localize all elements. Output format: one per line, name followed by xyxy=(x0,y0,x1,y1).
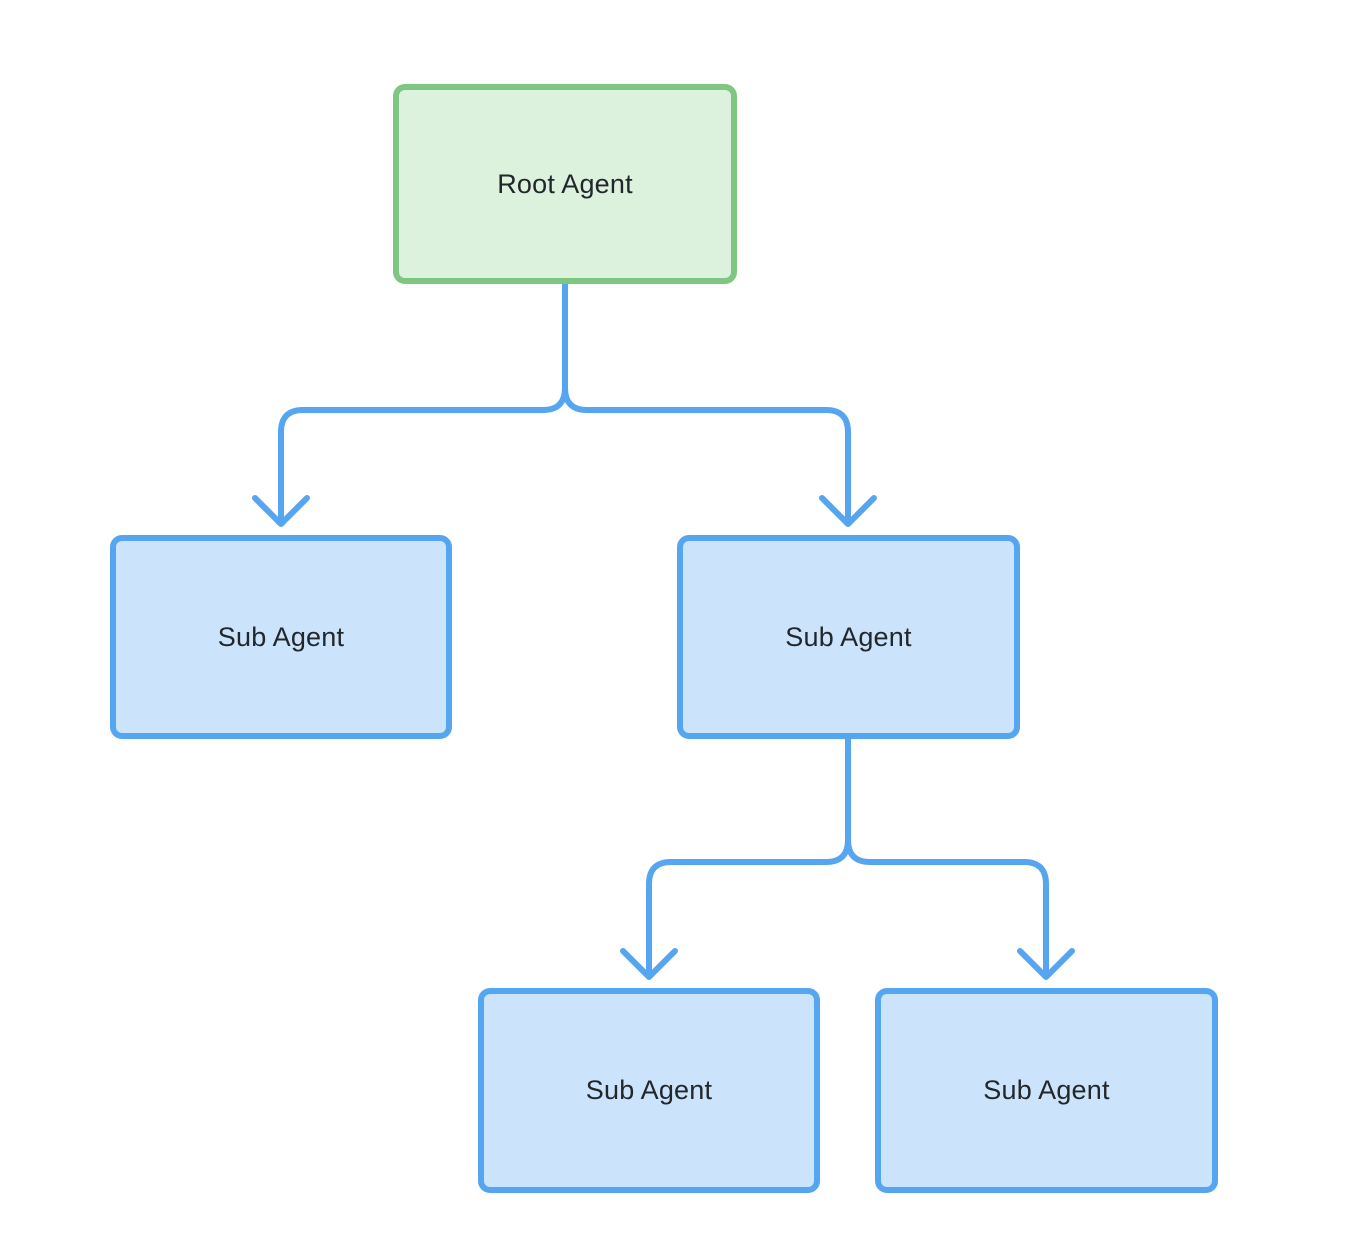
sub-agent-node-right: Sub Agent xyxy=(677,535,1020,739)
sub-agent-label: Sub Agent xyxy=(585,1075,713,1105)
edge-root-to-sub-left xyxy=(278,385,568,523)
sub-agent-node-bottom-left: Sub Agent xyxy=(478,988,820,1193)
sub-agent-node-bottom-right: Sub Agent xyxy=(875,988,1218,1193)
edge-root-to-sub-right xyxy=(562,385,851,523)
edge-sub-right-to-bottom-children xyxy=(620,736,1075,980)
sub-agent-node-left: Sub Agent xyxy=(110,535,452,739)
edge-sub-right-to-bottom-left xyxy=(646,837,851,976)
arrowhead-down-icon xyxy=(1017,948,1075,980)
arrowhead-down-icon xyxy=(252,495,310,527)
sub-agent-label: Sub Agent xyxy=(785,621,912,652)
edge-root-to-sub-left-and-right xyxy=(252,281,877,527)
sub-agent-label: Sub Agent xyxy=(983,1075,1110,1105)
sub-agent-label: Sub Agent xyxy=(217,621,345,652)
arrowhead-down-icon xyxy=(819,495,877,527)
root-agent-label: Root Agent xyxy=(497,168,633,199)
edge-sub-right-to-bottom-right xyxy=(845,837,1049,976)
root-agent-node: Root Agent xyxy=(393,84,737,284)
arrowhead-down-icon xyxy=(620,948,678,980)
